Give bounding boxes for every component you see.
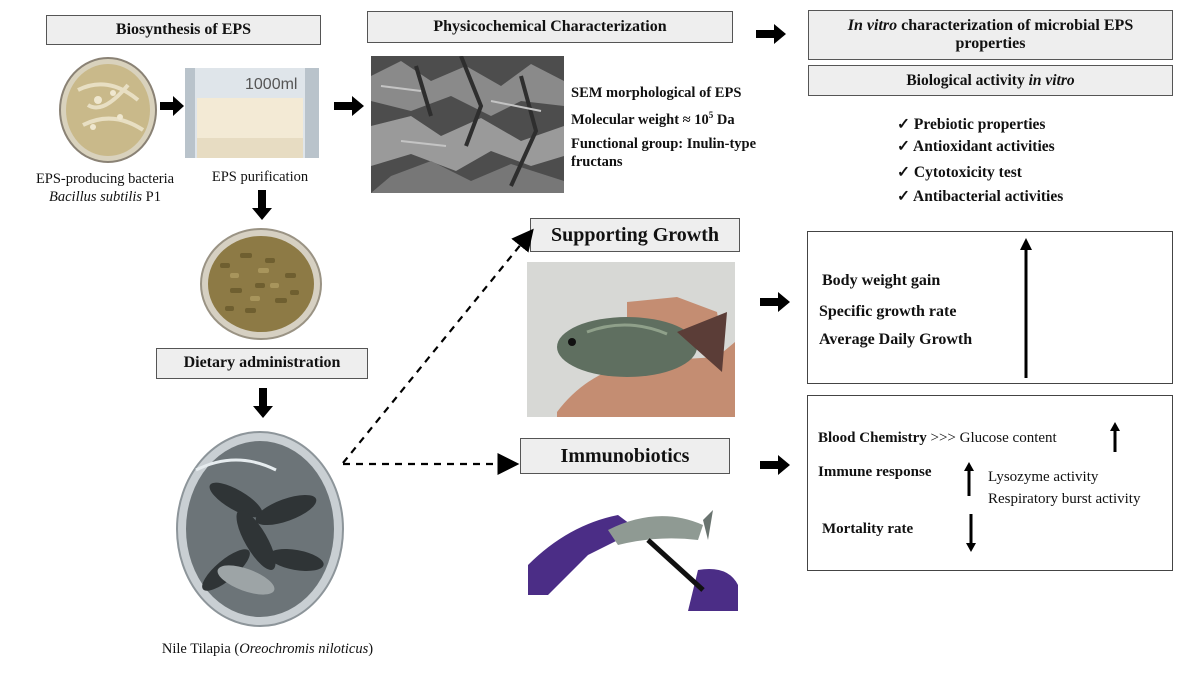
dashed-arrows <box>335 220 545 480</box>
physicochemical-header: Physicochemical Characterization <box>367 11 733 43</box>
sem-morphology-text: SEM morphological of EPS <box>571 85 742 101</box>
molecular-weight-text: Molecular weight ≈ 105 Da <box>571 110 735 129</box>
mortality-down-arrow-icon <box>966 514 976 552</box>
tilapia-suffix: ) <box>368 641 374 657</box>
respiratory-burst-text: Respiratory burst activity <box>988 491 1141 507</box>
beaker-volume-label: 1000ml <box>245 76 298 93</box>
immune-response-label: Immune response <box>818 464 932 480</box>
bioactivity-item: ✓ Antibacterial activities <box>897 188 1064 205</box>
functional-group-text: Functional group: Inulin-type fructans <box>571 135 756 171</box>
tilapia-tank-image <box>176 430 344 628</box>
bacteria-strain: P1 <box>142 189 161 205</box>
invitro-header: In vitro characterization of microbial E… <box>808 10 1173 60</box>
blood-separator: >>> <box>926 430 960 446</box>
tilapia-prefix: Nile Tilapia ( <box>161 641 240 657</box>
invitro-rest: characterization of microbial EPS proper… <box>897 16 1134 52</box>
bioactivity-item: ✓ Cytotoxicity test <box>897 164 1022 181</box>
right-arrow-growth <box>760 292 790 312</box>
down-arrow-2 <box>253 388 273 418</box>
supporting-growth-header: Supporting Growth <box>530 218 740 252</box>
growth-item: Average Daily Growth <box>819 331 973 348</box>
feed-pellets-image <box>200 228 322 340</box>
check-icon: ✓ <box>897 116 910 133</box>
beaker-image: 1000ml <box>185 68 319 158</box>
glucose-text: Glucose content <box>959 430 1057 446</box>
mortality-label: Mortality rate <box>822 521 914 537</box>
right-arrow-3 <box>756 24 786 44</box>
blood-chemistry-row: Blood Chemistry >>> Glucose content <box>818 430 1057 447</box>
molecular-weight-unit: Da <box>713 111 735 128</box>
growth-results-box: Body weight gain Specific growth rate Av… <box>807 231 1173 384</box>
functional-group-line2: fructans <box>571 154 623 170</box>
injection-image <box>528 485 738 611</box>
tilapia-caption: Nile Tilapia (Oreochromis niloticus) <box>140 640 395 658</box>
bacteria-caption-line1: EPS-producing bacteria <box>35 171 175 187</box>
bioactivity-prefix: Biological activity <box>906 71 1029 89</box>
bioactivity-item: ✓ Prebiotic properties <box>897 116 1046 133</box>
check-icon: ✓ <box>897 164 910 181</box>
fish-in-hands-image <box>527 262 735 417</box>
bacteria-caption: EPS-producing bacteria Bacillus subtilis… <box>10 170 200 206</box>
dietary-header: Dietary administration <box>156 348 368 379</box>
check-icon: ✓ <box>897 188 910 205</box>
lysozyme-text: Lysozyme activity <box>988 469 1099 485</box>
bioactivity-header: Biological activity in vitro <box>808 65 1173 96</box>
immune-up-arrow-icon <box>964 462 974 496</box>
purification-caption: EPS purification <box>211 169 309 185</box>
molecular-weight-exponent: 5 <box>708 110 714 120</box>
immunobiotics-header: Immunobiotics <box>520 438 730 474</box>
right-arrow-immune <box>760 455 790 475</box>
invitro-italic: In vitro <box>847 16 898 34</box>
functional-group-line1: Functional group: Inulin-type <box>571 136 757 152</box>
blood-chemistry-label: Blood Chemistry <box>818 430 927 446</box>
right-arrow-1 <box>160 96 184 116</box>
biosynthesis-header: Biosynthesis of EPS <box>46 15 321 45</box>
glucose-up-arrow-icon <box>1110 422 1120 452</box>
growth-item: Body weight gain <box>822 272 941 289</box>
bacteria-species: Bacillus subtilis <box>49 189 143 205</box>
molecular-weight-prefix: Molecular weight ≈ 10 <box>571 111 709 128</box>
right-arrow-2 <box>334 96 364 116</box>
growth-item: Specific growth rate <box>819 303 957 320</box>
down-arrow-1 <box>252 190 272 220</box>
bioactivity-italic: in vitro <box>1028 71 1075 89</box>
sem-image <box>371 56 564 193</box>
bioactivity-item: ✓ Antioxidant activities <box>897 138 1055 155</box>
petri-dish-bacteria-image <box>58 55 158 165</box>
immune-results-box: Blood Chemistry >>> Glucose content Immu… <box>807 395 1173 571</box>
increase-arrow-icon <box>1020 238 1032 378</box>
tilapia-species: Oreochromis niloticus <box>239 641 369 657</box>
check-icon: ✓ <box>897 138 910 155</box>
